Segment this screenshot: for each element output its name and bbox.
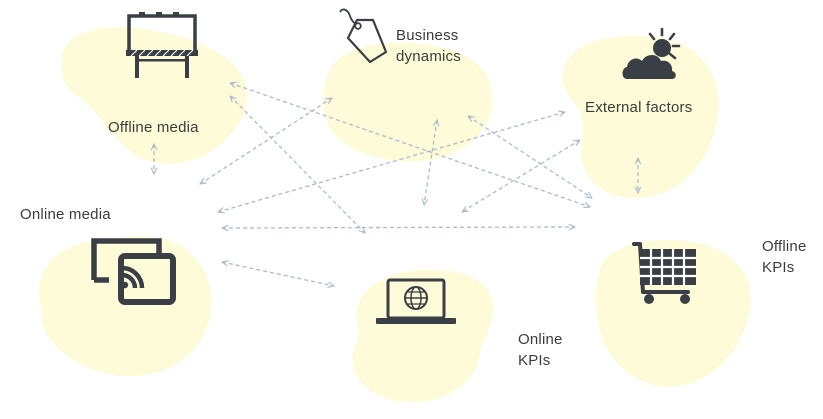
arrow-business-dynamics-to-offline-kpis	[468, 116, 592, 198]
arrow-online-media-to-online-kpis	[222, 262, 334, 286]
online-kpis-label-line2: KPIs	[518, 352, 551, 369]
online-media-blob	[39, 236, 212, 377]
offline-kpis-blob	[595, 239, 751, 387]
arrow-online-media-to-offline-kpis	[222, 227, 575, 228]
laptop-globe-icon	[376, 278, 456, 324]
business-dynamics-label-line1: Business	[396, 27, 459, 44]
background-blobs	[39, 27, 751, 403]
connection-arrows	[154, 83, 638, 286]
online-kpis-label-line1: Online	[518, 331, 563, 348]
business-dynamics-label-line2: dynamics	[396, 48, 461, 65]
offline-media-label: Offline media	[108, 119, 199, 136]
offline-kpis-label-line2: KPIs	[762, 259, 795, 276]
arrow-business-dynamics-to-online-kpis	[424, 120, 437, 205]
external-factors-label: External factors	[585, 99, 693, 116]
online-media-label: Online media	[20, 206, 111, 223]
wireless-screen-icon	[91, 238, 176, 305]
arrow-external-factors-to-online-kpis	[462, 140, 580, 212]
billboard-icon	[126, 12, 198, 78]
offline-media-blob	[61, 27, 248, 164]
shopping-cart-icon	[632, 242, 696, 304]
external-factors-blob	[562, 35, 719, 199]
sun-cloud-icon	[622, 27, 681, 79]
offline-kpis-label-line1: Offline	[762, 238, 807, 255]
price-tag-icon	[339, 8, 388, 64]
